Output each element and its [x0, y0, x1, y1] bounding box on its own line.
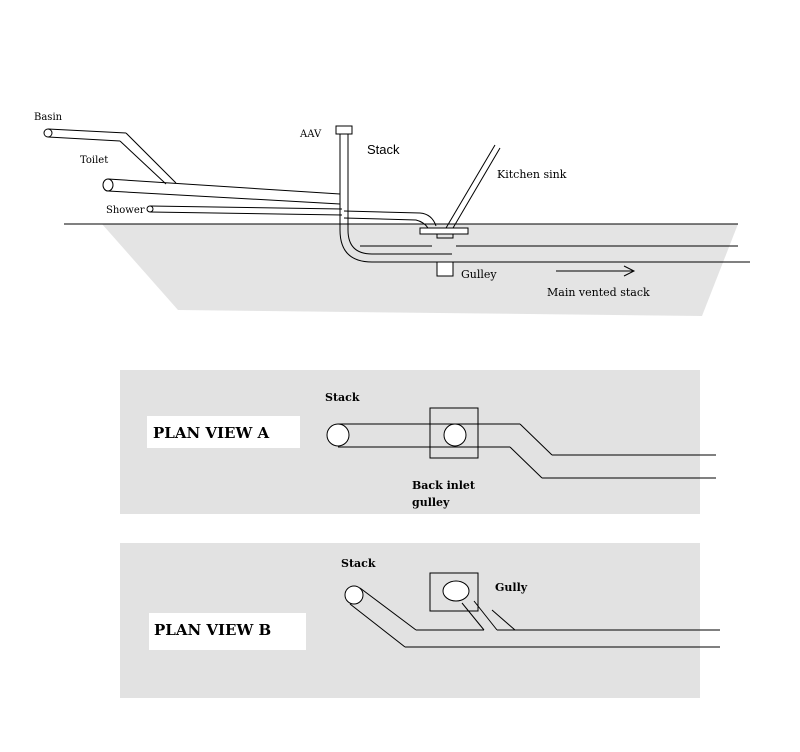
plan-b-stack-circle	[344, 585, 364, 605]
toilet-pipe	[102, 178, 341, 205]
stack-label: Stack	[367, 142, 400, 157]
stack	[335, 125, 373, 263]
main-drain	[360, 245, 750, 263]
elevation-view: Basin Toilet Shower AAV Stack Kitchen si…	[34, 112, 750, 316]
shower-outlet	[146, 205, 154, 213]
plan-a-gulley-label-line2: gulley	[412, 496, 450, 509]
kitchen-sink-pipe	[445, 144, 501, 229]
basin-pipe	[43, 128, 177, 185]
main-vented-stack-label: Main vented stack	[547, 286, 650, 299]
plan-a-stack-label: Stack	[325, 391, 360, 404]
plan-view-a: PLAN VIEW A Stack Back inlet gulley	[120, 370, 716, 514]
plan-view-b: PLAN VIEW B Stack Gully	[120, 543, 720, 698]
plan-a-stack-circle	[326, 423, 350, 447]
plan-a-gulley-box	[429, 407, 479, 459]
plan-a-gulley-label-line1: Back inlet	[412, 479, 476, 492]
plan-a-title-box	[147, 416, 300, 448]
plan-b-pipe	[349, 587, 720, 648]
shower-pipe	[146, 205, 343, 216]
plan-a-pipe	[338, 423, 716, 479]
kitchen-sink-label: Kitchen sink	[497, 168, 567, 181]
plan-a-title: PLAN VIEW A	[153, 424, 270, 442]
gulley-grate	[419, 227, 469, 235]
ground-section	[102, 224, 738, 316]
plan-a-gulley-circle	[443, 423, 467, 447]
plan-b-stack-label: Stack	[341, 557, 376, 570]
aav-cap	[335, 125, 353, 135]
gulley	[419, 227, 469, 277]
basin-label: Basin	[34, 112, 63, 123]
branch-to-gulley	[343, 210, 437, 229]
plan-b-gully-circle	[442, 580, 470, 602]
plan-b-title: PLAN VIEW B	[154, 621, 271, 639]
gulley-body	[436, 233, 454, 239]
plan-b-title-box	[149, 613, 306, 650]
shower-label: Shower	[106, 205, 145, 216]
plan-b-gully-label: Gully	[495, 581, 528, 594]
plan-b-gully-box	[429, 572, 479, 612]
gulley-label: Gulley	[461, 268, 497, 281]
aav-label: AAV	[299, 129, 322, 140]
flow-arrow	[556, 265, 636, 277]
toilet-outlet	[102, 178, 114, 192]
gulley-trap	[436, 261, 454, 277]
toilet-label: Toilet	[80, 155, 108, 166]
basin-outlet	[43, 128, 53, 138]
